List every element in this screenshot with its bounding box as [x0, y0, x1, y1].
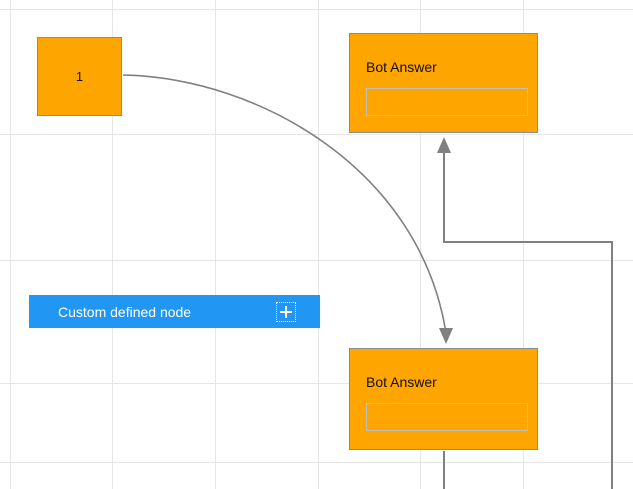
arrowhead-down-icon — [439, 328, 453, 344]
bot-answer-title: Bot Answer — [366, 374, 437, 390]
edge-loop-to-bot-top[interactable] — [443, 148, 613, 489]
custom-defined-node-bar[interactable]: Custom defined node — [29, 295, 320, 328]
arrowhead-up-icon — [437, 137, 451, 153]
bot-answer-node-bottom[interactable]: Bot Answer — [349, 348, 538, 450]
start-node-label: 1 — [75, 69, 84, 84]
plus-icon[interactable] — [276, 301, 296, 322]
start-node[interactable]: 1 — [37, 37, 122, 116]
bot-answer-slot[interactable] — [366, 88, 528, 116]
bot-answer-slot[interactable] — [366, 403, 528, 431]
bot-answer-node-top[interactable]: Bot Answer — [349, 33, 538, 133]
bot-answer-title: Bot Answer — [366, 59, 437, 75]
custom-defined-node-label: Custom defined node — [58, 303, 192, 320]
edge-start-to-bot-bottom[interactable] — [122, 74, 447, 334]
